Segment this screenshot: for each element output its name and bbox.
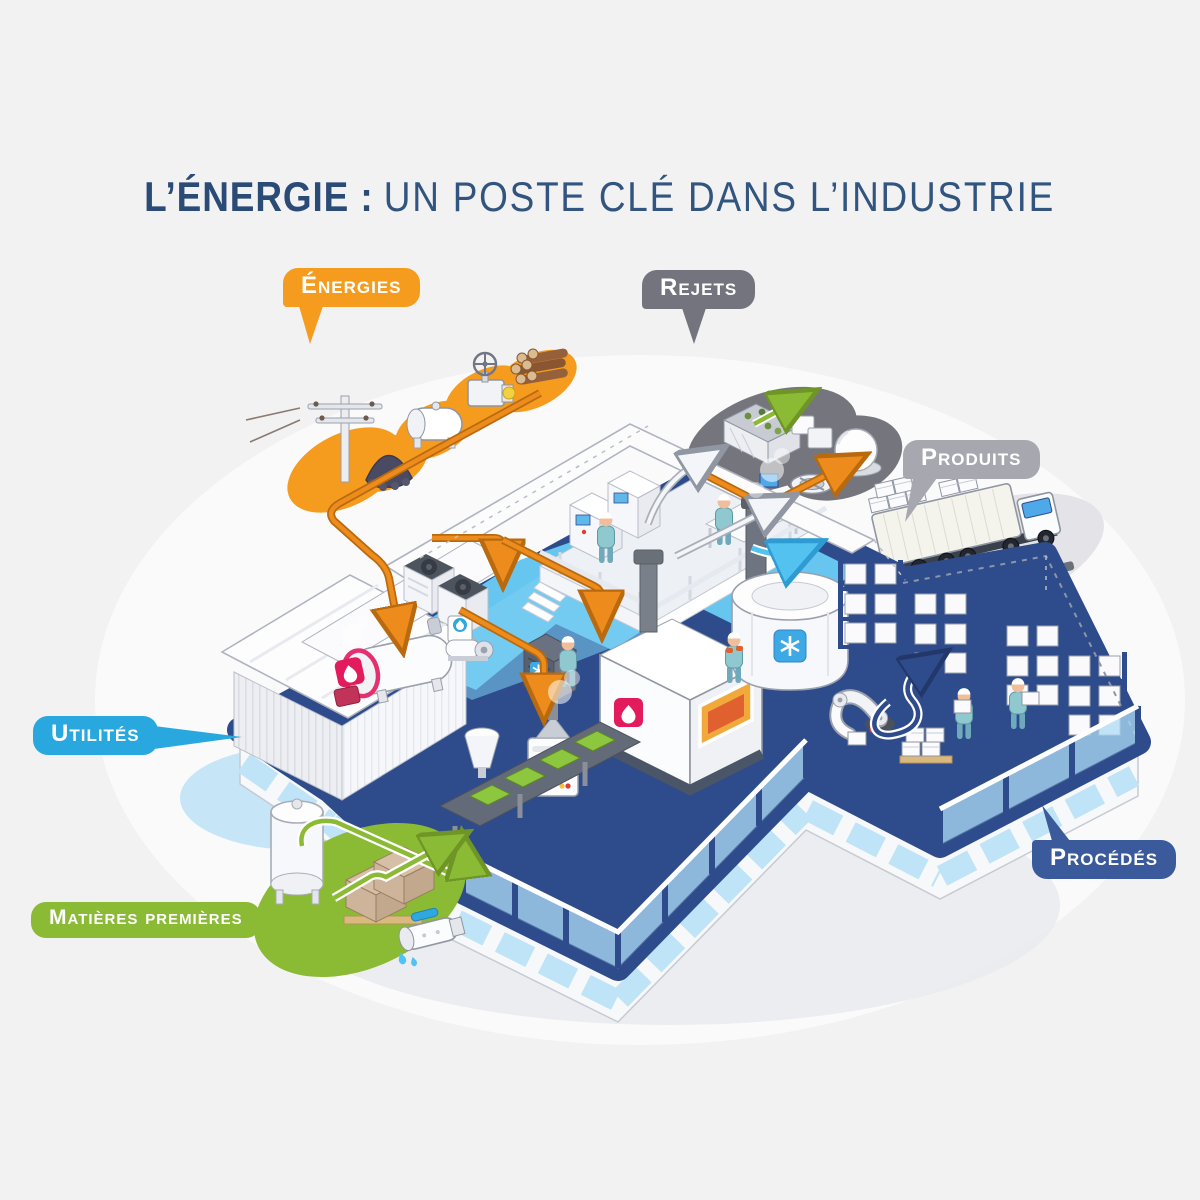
flow-raw-materials — [297, 816, 466, 902]
worker-picker-2 — [1009, 677, 1040, 730]
zone-energies — [245, 348, 577, 513]
label-produits-tail — [905, 478, 937, 523]
label-rejets: Rejets — [642, 270, 756, 345]
flow-heat-recovery — [750, 548, 806, 554]
silo-icon — [270, 798, 324, 905]
title-lead: L’ÉNERGIE : — [144, 173, 374, 220]
page-title: L’ÉNERGIE : UN POSTE CLÉ DANS L’INDUSTRI… — [0, 176, 1200, 218]
label-procedes-text: Procédés — [1050, 844, 1159, 871]
label-matieres-text: Matières premières — [49, 906, 243, 929]
flow-waste-pipes — [644, 398, 802, 560]
label-matieres: Matières premières — [31, 902, 316, 939]
pallet-stack — [899, 727, 953, 764]
hvac-chiller-units — [403, 554, 489, 635]
title-rest: UN POSTE CLÉ DANS L’INDUSTRIE — [384, 173, 1056, 220]
label-utilites: Utilités — [33, 716, 242, 756]
label-energies: Énergies — [283, 268, 420, 345]
gas-valve-icon — [467, 351, 516, 407]
label-utilites-tail — [153, 726, 242, 749]
label-rejets-text: Rejets — [660, 274, 738, 301]
steam-puffs — [342, 448, 790, 704]
product-trays — [468, 730, 617, 806]
conveyor-line — [438, 721, 642, 850]
fuel-tank-icon — [406, 401, 463, 449]
label-procedes: Procédés — [1032, 804, 1177, 880]
water-valve-icon — [398, 907, 466, 967]
label-energies-text: Énergies — [301, 272, 402, 299]
label-produits: Produits — [903, 440, 1040, 523]
label-rejets-tail — [682, 308, 706, 345]
stairs — [521, 581, 567, 623]
worker-picker-1 — [953, 687, 973, 740]
wood-logs-icon — [510, 348, 568, 385]
label-matieres-tail — [253, 909, 316, 934]
worker-vat-operator — [725, 631, 743, 684]
storage-rack — [837, 559, 904, 650]
power-line-icon — [245, 395, 383, 483]
flow-products-out — [869, 660, 934, 740]
guide-lines-dashed — [419, 425, 1047, 592]
furnace — [597, 549, 765, 796]
label-energies-tail — [299, 306, 323, 345]
hopper — [464, 727, 500, 778]
water-pump — [445, 615, 494, 661]
label-procedes-tail — [1042, 804, 1070, 841]
label-produits-text: Produits — [921, 444, 1022, 471]
label-utilites-text: Utilités — [51, 720, 140, 747]
